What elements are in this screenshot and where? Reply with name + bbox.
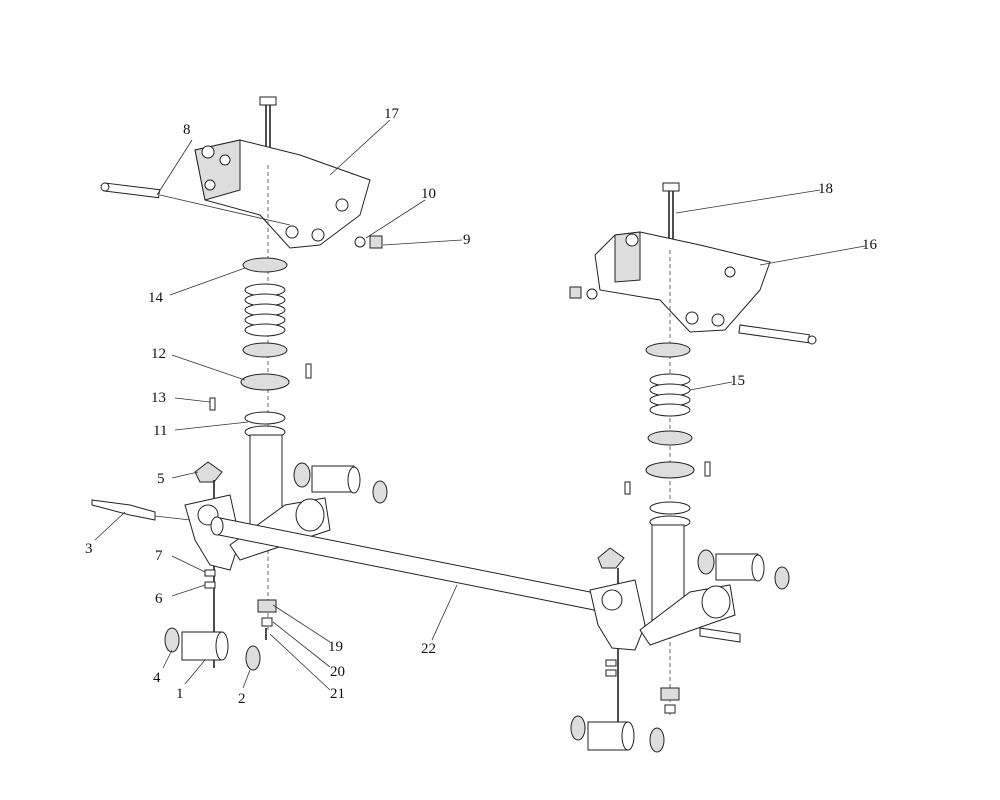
callout-16: 16 bbox=[862, 237, 878, 253]
left-spring-14-12-11 bbox=[209, 257, 312, 536]
left-arm-bushings bbox=[229, 462, 388, 561]
callout-14: 14 bbox=[148, 290, 164, 306]
callout-8: 8 bbox=[183, 122, 191, 138]
left-bushings-1-2-4 bbox=[164, 627, 261, 671]
left-upper-bracket-17 bbox=[194, 96, 371, 249]
callout-22: 22 bbox=[421, 641, 436, 657]
callout-3: 3 bbox=[85, 541, 93, 557]
callout-17: 17 bbox=[384, 106, 400, 122]
callout-20: 20 bbox=[330, 664, 345, 680]
right-upper-bracket-16 bbox=[569, 182, 817, 345]
callout-10: 10 bbox=[421, 186, 436, 202]
callout-1: 1 bbox=[176, 686, 184, 702]
callout-4: 4 bbox=[153, 670, 161, 686]
callout-13: 13 bbox=[151, 390, 166, 406]
callout-11: 11 bbox=[153, 423, 167, 439]
leader-lines bbox=[94, 119, 866, 691]
callout-labels: 1 2 3 4 5 6 7 8 9 10 11 12 13 14 15 16 1… bbox=[85, 106, 878, 707]
right-bushings bbox=[570, 687, 680, 753]
left-pivot-bolt-8 bbox=[100, 182, 291, 226]
callout-6: 6 bbox=[155, 591, 163, 607]
left-stub-axle-3 bbox=[91, 499, 191, 521]
left-nut-washer-9-10 bbox=[354, 235, 383, 249]
callout-19: 19 bbox=[328, 639, 343, 655]
callout-9: 9 bbox=[463, 232, 471, 248]
left-bumper-19-20-21 bbox=[257, 599, 277, 640]
callout-12: 12 bbox=[151, 346, 166, 362]
callout-5: 5 bbox=[157, 471, 165, 487]
axle-tube-22 bbox=[210, 516, 621, 615]
callout-21: 21 bbox=[330, 686, 345, 702]
right-spring-15 bbox=[624, 342, 711, 621]
callout-15: 15 bbox=[730, 373, 745, 389]
callout-18: 18 bbox=[818, 181, 833, 197]
callout-7: 7 bbox=[155, 548, 163, 564]
right-knuckle bbox=[589, 547, 790, 745]
callout-2: 2 bbox=[238, 691, 246, 707]
